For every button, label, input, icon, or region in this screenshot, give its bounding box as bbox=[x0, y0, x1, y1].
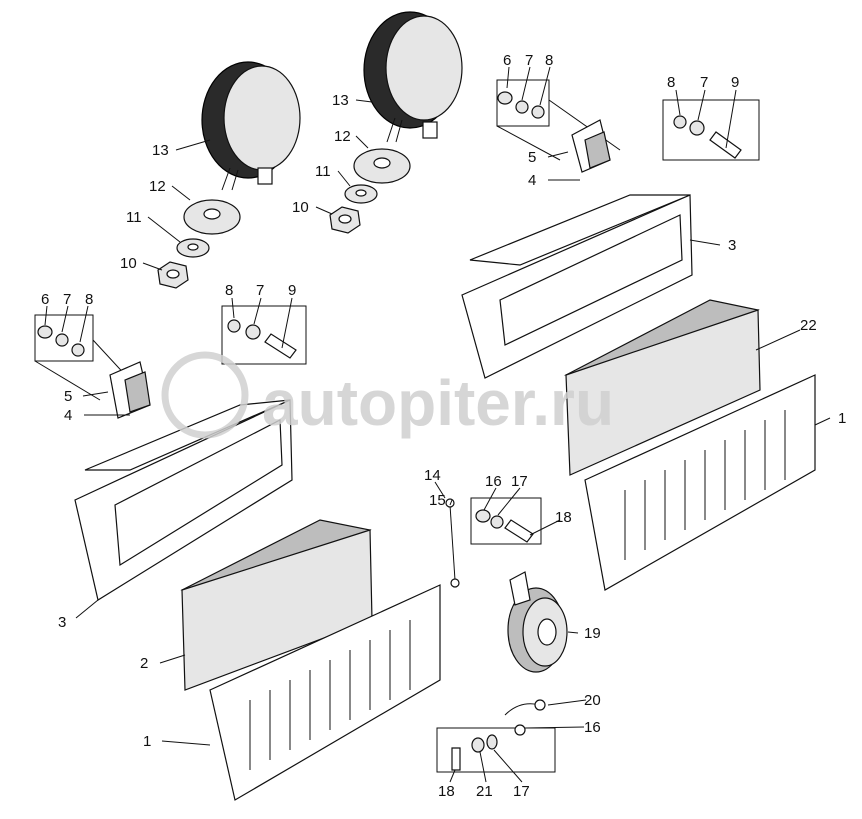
callout: 8 bbox=[667, 74, 675, 91]
callout: 1 bbox=[838, 410, 846, 427]
callout: 20 bbox=[584, 692, 601, 709]
lamp-fasteners bbox=[157, 148, 411, 289]
callout: 7 bbox=[63, 291, 71, 308]
tail-light-left bbox=[180, 519, 373, 691]
horn bbox=[507, 571, 568, 673]
callout: 13 bbox=[152, 142, 169, 159]
callout: 6 bbox=[503, 52, 511, 69]
callout: 3 bbox=[728, 237, 736, 254]
callout: 8 bbox=[85, 291, 93, 308]
callout: 4 bbox=[528, 172, 536, 189]
work-lamp-right bbox=[363, 11, 463, 143]
callout: 7 bbox=[256, 282, 264, 299]
watermark-logo-icon bbox=[161, 351, 249, 439]
bracket-right bbox=[461, 194, 693, 379]
callout: 12 bbox=[149, 178, 166, 195]
leader-lines bbox=[44, 66, 831, 783]
callout: 9 bbox=[288, 282, 296, 299]
tail-light-right bbox=[563, 299, 761, 476]
callout: 4 bbox=[64, 407, 72, 424]
callout: 16 bbox=[485, 473, 502, 490]
callout: 8 bbox=[545, 52, 553, 69]
callout: 16 bbox=[584, 719, 601, 736]
callout: 15 bbox=[429, 492, 446, 509]
callout: 10 bbox=[120, 255, 137, 272]
watermark: autopiter.ru bbox=[161, 351, 614, 439]
callout: 11 bbox=[315, 163, 331, 180]
watermark-text: autopiter.ru bbox=[262, 367, 614, 439]
callout: 9 bbox=[731, 74, 739, 91]
callout: 19 bbox=[584, 625, 601, 642]
callout: 18 bbox=[438, 783, 455, 800]
callout: 12 bbox=[334, 128, 351, 145]
callout: 5 bbox=[528, 149, 536, 166]
callout: 8 bbox=[225, 282, 233, 299]
callout: 14 bbox=[424, 467, 441, 484]
callout: 22 bbox=[800, 317, 817, 334]
work-lamp-left bbox=[201, 61, 301, 191]
callout: 13 bbox=[332, 92, 349, 109]
callout: 21 bbox=[476, 783, 493, 800]
callout: 3 bbox=[58, 614, 66, 631]
grille-bars-right bbox=[624, 410, 786, 560]
callout: 11 bbox=[126, 209, 142, 226]
callout: 7 bbox=[525, 52, 533, 69]
callout: 7 bbox=[700, 74, 708, 91]
guard-grille-right bbox=[584, 374, 816, 591]
callout: 6 bbox=[41, 291, 49, 308]
detail-boxes bbox=[34, 79, 760, 773]
guard-grille-left bbox=[209, 584, 441, 801]
callout: 10 bbox=[292, 199, 309, 216]
callout-labels: 13 13 12 12 11 11 10 10 6 7 8 5 4 8 7 9 … bbox=[41, 52, 846, 800]
callout: 17 bbox=[513, 783, 530, 800]
callout: 1 bbox=[143, 733, 151, 750]
callout: 2 bbox=[140, 655, 148, 672]
small-fasteners bbox=[37, 91, 742, 771]
callout: 18 bbox=[555, 509, 572, 526]
ground-wire bbox=[445, 498, 546, 736]
grille-bars-left bbox=[249, 620, 411, 770]
callout: 17 bbox=[511, 473, 528, 490]
callout: 5 bbox=[64, 388, 72, 405]
